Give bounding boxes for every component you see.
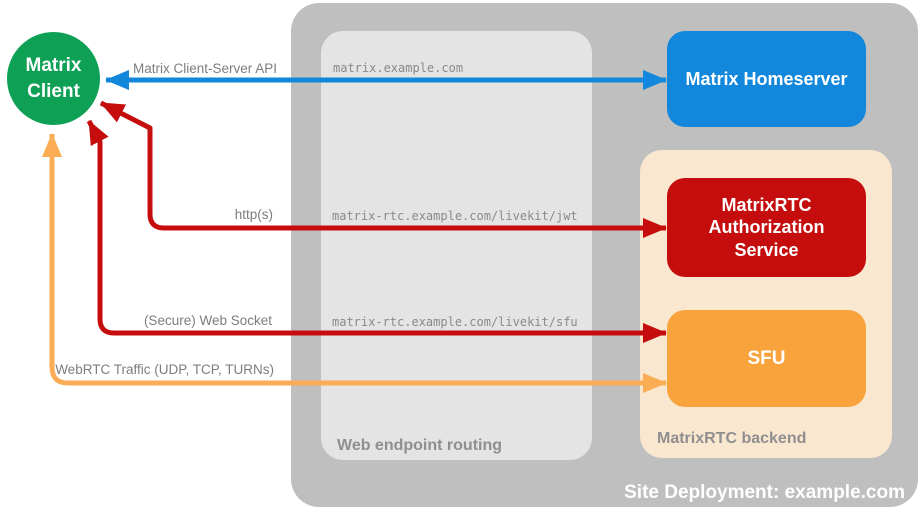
web-endpoint-routing-container <box>321 31 592 460</box>
site-deployment-label: Site Deployment: example.com <box>624 482 905 503</box>
endpoint-url-livekit-sfu: matrix-rtc.example.com/livekit/sfu <box>332 315 578 329</box>
websocket-arrow-label: (Secure) Web Socket <box>143 313 272 328</box>
webrtc-traffic-arrow-label: WebRTC Traffic (UDP, TCP, TURNs) <box>55 362 274 377</box>
endpoint-url-livekit-jwt: matrix-rtc.example.com/livekit/jwt <box>332 209 578 223</box>
matrixrtc-backend-label: MatrixRTC backend <box>657 430 807 447</box>
matrix-homeserver-node: Matrix Homeserver <box>667 31 866 127</box>
endpoint-url-homeserver: matrix.example.com <box>333 61 464 75</box>
https-arrow-label: http(s) <box>234 207 273 222</box>
sfu-node: SFU <box>667 310 866 407</box>
client-server-api-arrow-label: Matrix Client-Server API <box>133 61 278 76</box>
matrixrtc-authorization-service-node: MatrixRTC Authorization Service <box>667 178 866 277</box>
web-endpoint-routing-label: Web endpoint routing <box>337 437 503 454</box>
matrix-client-node: Matrix Client <box>7 32 100 125</box>
